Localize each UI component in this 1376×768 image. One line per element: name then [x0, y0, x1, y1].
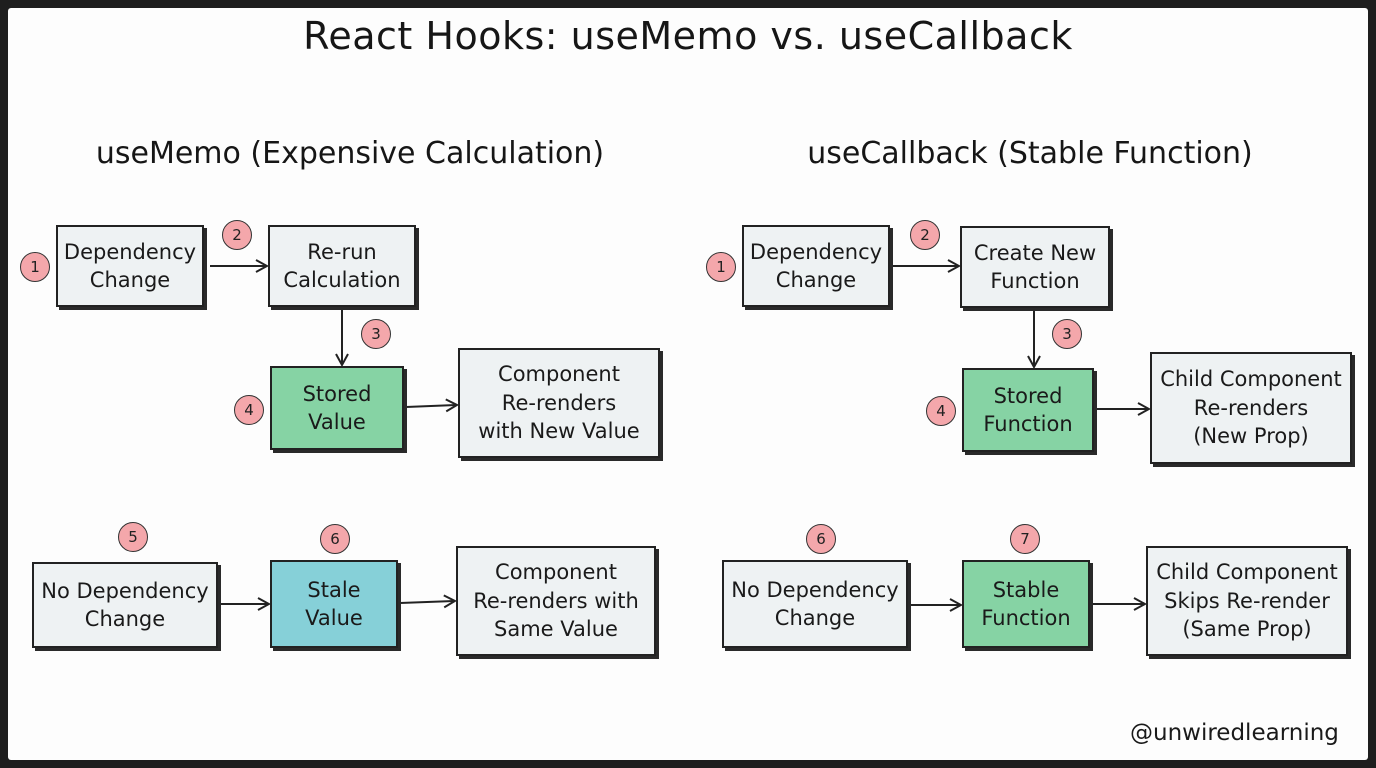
- arrow-stale-to-same: [399, 601, 454, 603]
- usememo-heading: useMemo (Expensive Calculation): [95, 136, 605, 171]
- usememo-step-badge: 6: [320, 524, 350, 554]
- usememo-step-badge: 2: [222, 220, 252, 250]
- arrow-stored-to-rerenders: [405, 405, 456, 407]
- usecallback-step-badge: 7: [1010, 524, 1040, 554]
- usecallback-step-badge: 1: [706, 252, 736, 282]
- usememo-step-badge: 3: [361, 319, 391, 349]
- diagram-canvas: [8, 8, 1368, 760]
- usememo-step-badge: 5: [118, 522, 148, 552]
- usecallback-heading: useCallback (Stable Function): [807, 136, 1253, 171]
- usememo-step-badge: 4: [234, 395, 264, 425]
- author-watermark: @unwiredlearning: [1130, 720, 1339, 746]
- usecallback-step-badge: 2: [910, 220, 940, 250]
- usememo-step-badge: 1: [20, 252, 50, 282]
- diagram-title: React Hooks: useMemo vs. useCallback: [303, 14, 1073, 58]
- usecallback-step-badge: 6: [806, 524, 836, 554]
- usecallback-step-badge: 4: [926, 396, 956, 426]
- usecallback-step-badge: 3: [1052, 319, 1082, 349]
